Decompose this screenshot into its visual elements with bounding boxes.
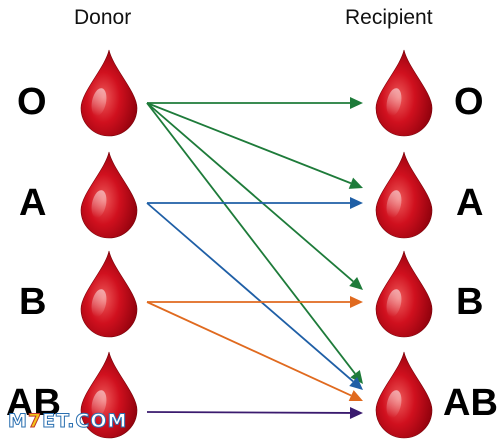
recipient-column-title: Recipient — [345, 6, 433, 29]
recipient-label-b: B — [456, 281, 484, 323]
recipient-drop-a — [375, 151, 433, 239]
recipient-label-a: A — [456, 182, 484, 224]
recipient-drop-b — [375, 250, 433, 338]
donor-drop-b — [80, 250, 138, 338]
arrow-b-to-ab — [146, 301, 363, 402]
donor-label-ab: AB — [6, 382, 61, 424]
recipient-drop-o — [375, 49, 433, 137]
arrow-b-to-b — [147, 296, 363, 308]
recipient-drop-ab — [375, 351, 433, 439]
arrow-a-to-a — [147, 197, 363, 209]
arrow-ab-to-ab — [146, 406, 363, 419]
donor-drop-a — [80, 151, 138, 239]
donor-column-title: Donor — [74, 6, 132, 29]
donor-label-b: B — [19, 281, 47, 323]
watermark-logo: M7ET.COM — [8, 410, 128, 433]
arrow-o-to-a — [146, 102, 363, 189]
donor-drop-o — [80, 49, 138, 137]
donor-drop-ab — [80, 351, 138, 439]
arrow-o-to-b — [146, 102, 363, 290]
recipient-label-ab: AB — [443, 382, 498, 424]
arrow-a-to-ab — [146, 202, 363, 390]
donor-label-a: A — [19, 182, 47, 224]
arrow-o-to-o — [147, 97, 363, 109]
donor-label-o: O — [17, 81, 47, 123]
recipient-label-o: O — [454, 81, 484, 123]
arrow-o-to-ab — [146, 102, 363, 384]
